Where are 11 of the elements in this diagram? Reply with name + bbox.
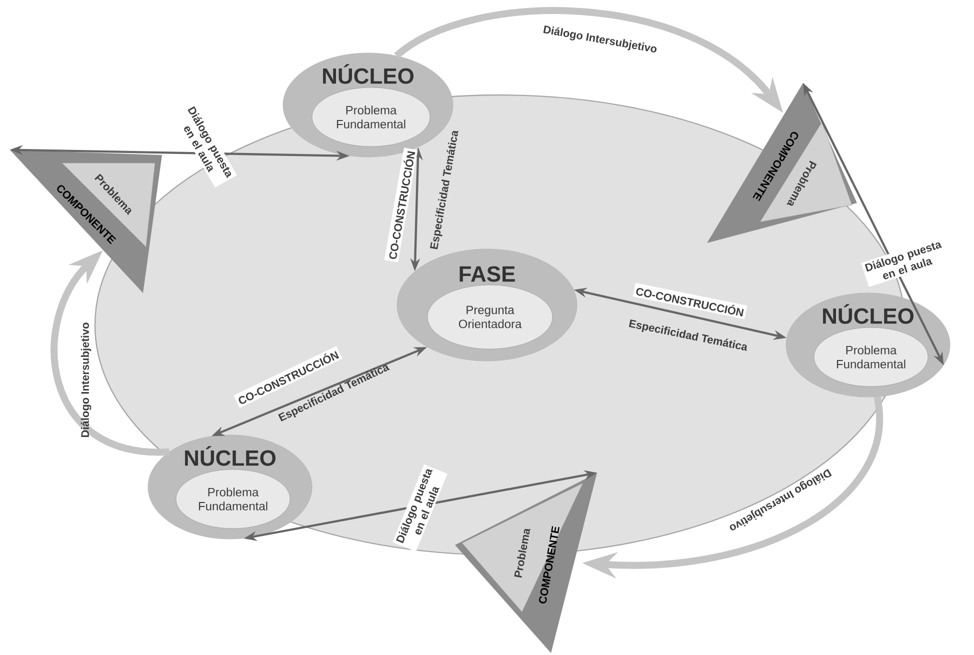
node-text: Pregunta Orientadora	[458, 306, 522, 328]
heading: NÚCLEO	[323, 64, 414, 84]
heading: NÚCLEO	[823, 304, 914, 324]
node-text: Problema Fundamental	[198, 488, 268, 510]
node-text: Problema Fundamental	[836, 346, 906, 368]
heading: FASE	[460, 266, 515, 282]
node-text: Problema	[514, 528, 530, 578]
heading: NÚCLEO	[185, 446, 276, 466]
node-text: Problema Fundamental	[336, 106, 406, 128]
edge-label: Diálogo Intersubjetivo	[80, 322, 92, 438]
edge-label: Diálogo puesta en el aula	[861, 237, 949, 287]
